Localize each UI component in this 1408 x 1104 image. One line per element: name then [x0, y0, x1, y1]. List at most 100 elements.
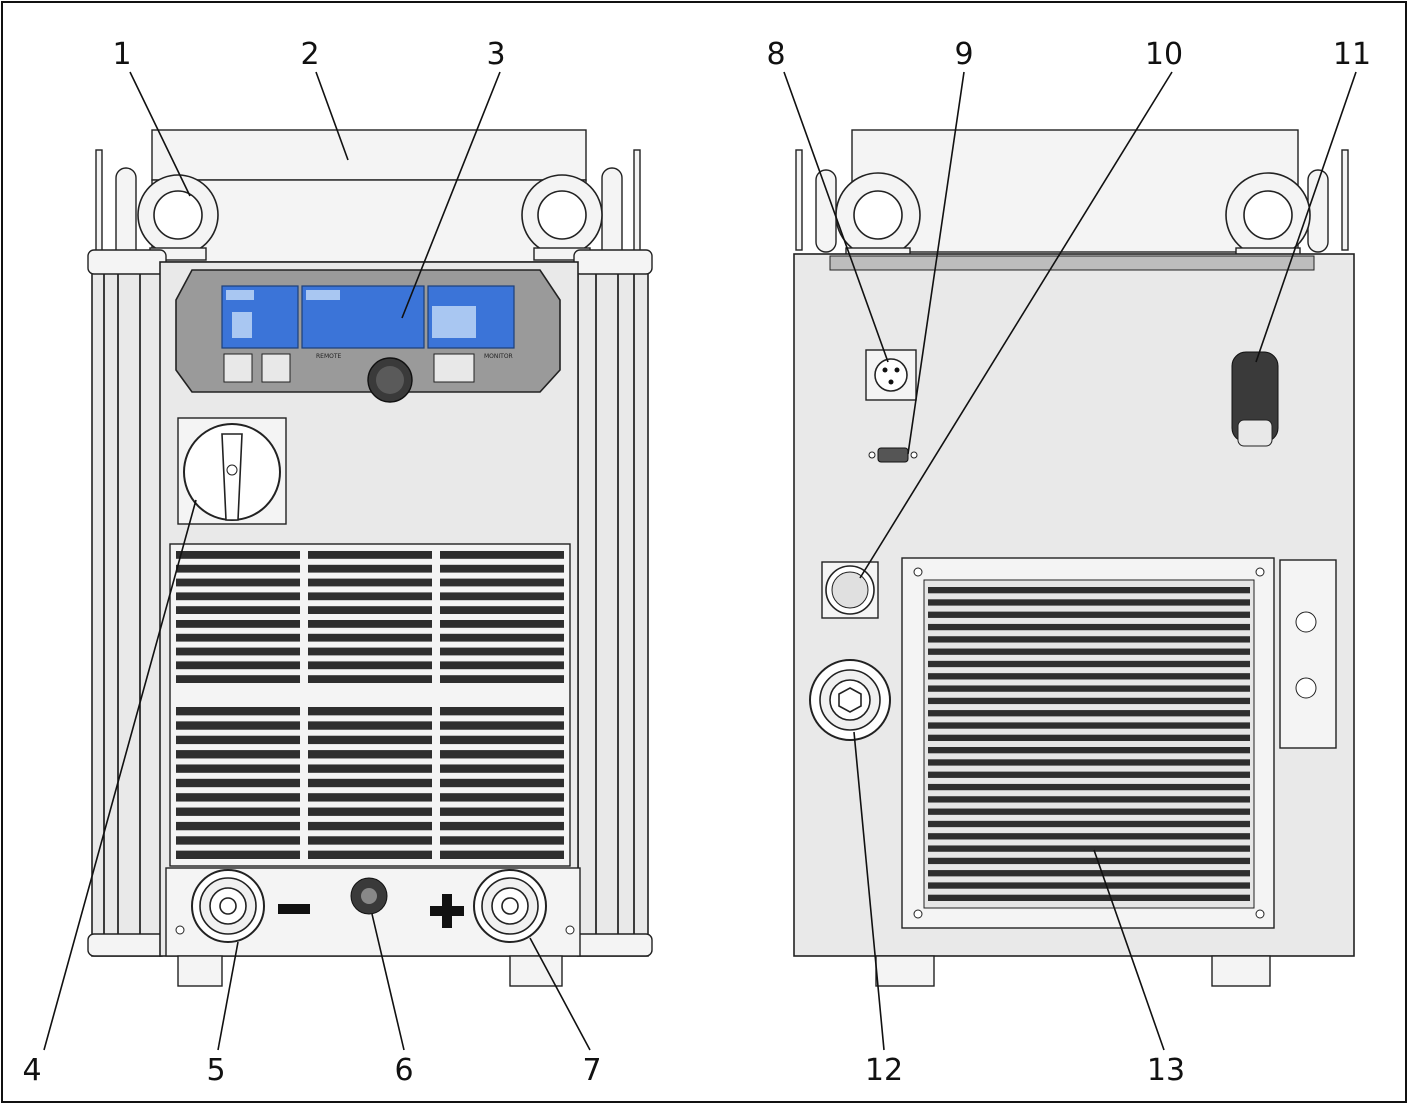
rear-cable-gland	[1231, 351, 1279, 447]
callout-lines	[43, 71, 1357, 1051]
grille-slot	[308, 793, 432, 802]
grille-slot	[440, 551, 564, 559]
grille-slot	[308, 606, 432, 614]
grille-slot	[308, 592, 432, 601]
grille-slot	[308, 564, 432, 573]
grille-slot	[440, 661, 564, 670]
positive-terminal	[473, 869, 547, 943]
front-lifting-eye-left	[137, 174, 219, 261]
grille-slot	[176, 721, 300, 730]
rear-side-plate	[1279, 559, 1337, 749]
grille-slot	[440, 578, 564, 587]
negative-terminal	[191, 869, 265, 943]
grille-slot	[308, 661, 432, 670]
grille-slot	[308, 551, 432, 559]
rear-lifting-eye-right	[1225, 172, 1311, 263]
rear-grille	[901, 557, 1275, 929]
grille-slot	[176, 821, 300, 831]
remote-label: REMOTE	[316, 353, 342, 360]
grille-slot	[308, 707, 432, 716]
grille-slot	[176, 850, 300, 859]
callout-number: 2	[300, 37, 319, 72]
rear-xlr-socket	[865, 349, 917, 401]
grille-slot	[928, 599, 1250, 606]
grille-slot	[928, 636, 1250, 643]
callout-number: 4	[22, 1053, 41, 1088]
grille-slot	[928, 796, 1250, 803]
rear-handle	[851, 129, 1299, 253]
grille-slot	[928, 587, 1250, 594]
rear-lifting-eye-left	[835, 172, 921, 263]
grille-slot	[928, 820, 1250, 828]
grille-slot	[928, 673, 1250, 680]
front-view: REMOTE MONITOR	[87, 129, 653, 987]
rear-gas-connector	[809, 659, 891, 741]
grille-slot	[308, 578, 432, 587]
callout-number: 13	[1147, 1053, 1185, 1088]
grille-slot	[440, 620, 564, 628]
grille-slot	[440, 735, 564, 745]
main-switch	[177, 417, 287, 525]
front-handle	[151, 129, 587, 181]
minus-symbol	[278, 904, 310, 914]
grille-slot	[440, 606, 564, 614]
grille-slot	[928, 833, 1250, 840]
grille-slot	[928, 623, 1250, 631]
grille-slot	[928, 783, 1250, 791]
grille-slot	[176, 551, 300, 559]
grille-slot	[928, 697, 1250, 705]
grille-slot	[440, 721, 564, 730]
grille-slot	[440, 592, 564, 601]
grille-slot	[308, 836, 432, 845]
grille-slot	[928, 734, 1250, 741]
grille-slot	[176, 578, 300, 587]
grille-slot	[928, 845, 1250, 852]
grille-slot	[176, 807, 300, 816]
grille-slot	[928, 685, 1250, 692]
callout-number: 5	[206, 1053, 225, 1088]
grille-slot	[176, 620, 300, 628]
control-socket	[350, 877, 388, 915]
grille-slot	[308, 633, 432, 642]
grille-slot	[928, 722, 1250, 729]
callout-number: 1	[112, 37, 131, 72]
grille-slot	[308, 807, 432, 816]
grille-slot	[176, 592, 300, 601]
grille-slot	[440, 836, 564, 845]
grille-slot	[928, 710, 1250, 717]
grille-slot	[308, 735, 432, 745]
grille-slot	[440, 564, 564, 573]
grille-slot	[176, 675, 300, 683]
grille-slot	[440, 633, 564, 642]
grille-slot	[176, 606, 300, 614]
control-panel: REMOTE MONITOR	[175, 269, 561, 403]
callout-number: 7	[582, 1053, 601, 1088]
grille-slot	[176, 661, 300, 670]
grille-slot	[308, 850, 432, 859]
grille-slot	[928, 648, 1250, 655]
grille-slot	[928, 660, 1250, 668]
grille-slot	[308, 750, 432, 759]
callout-number: 12	[865, 1053, 903, 1088]
grille-slot	[440, 850, 564, 859]
monitor-label: MONITOR	[484, 353, 513, 360]
grille-slot	[308, 620, 432, 628]
rear-view	[793, 129, 1355, 987]
grille-slot	[176, 564, 300, 573]
front-grille	[169, 543, 571, 867]
callout-numbers: 1 2 3 4 5 6 7 8 9 10 11 12 13	[22, 37, 1371, 1088]
grille-slot	[440, 807, 564, 816]
grille-slot	[928, 857, 1250, 865]
grille-slot	[440, 707, 564, 716]
grille-slot	[928, 759, 1250, 766]
callout-number: 9	[954, 37, 973, 72]
grille-slot	[440, 821, 564, 831]
grille-slot	[928, 870, 1250, 877]
callout-number: 6	[394, 1053, 413, 1088]
output-panel	[165, 867, 581, 957]
grille-slot	[176, 764, 300, 773]
grille-slot	[440, 793, 564, 802]
grille-slot	[176, 750, 300, 759]
grille-slot	[308, 764, 432, 773]
grille-slot	[928, 771, 1250, 778]
